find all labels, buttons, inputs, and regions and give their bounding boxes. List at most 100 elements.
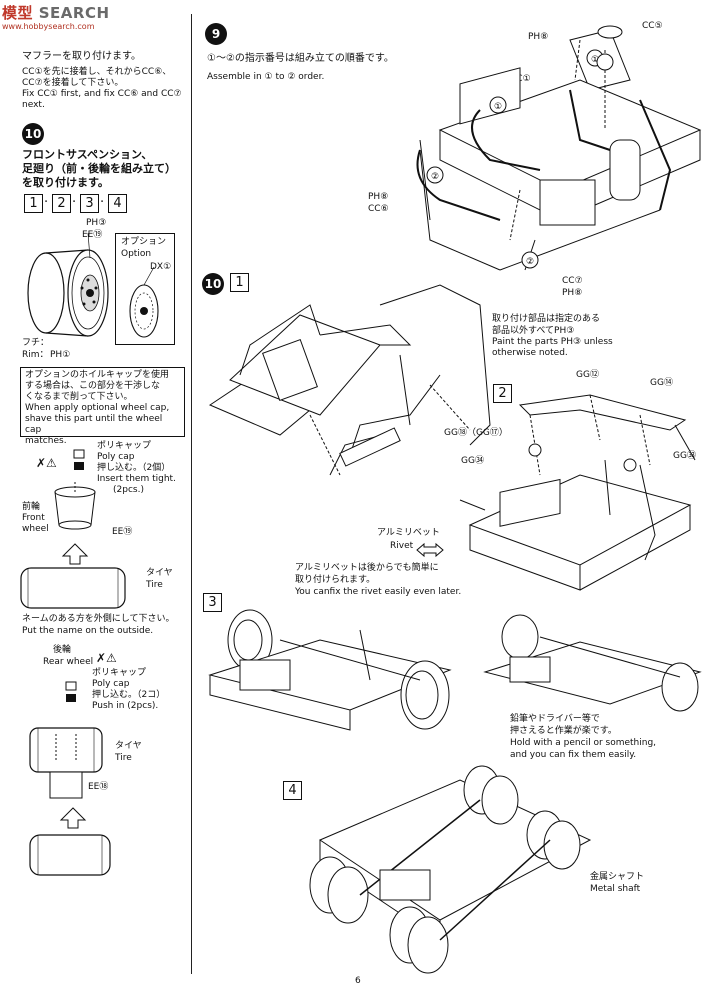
cc5-label: CC⑤ — [642, 21, 663, 31]
tire-label-jp: タイヤ — [146, 568, 173, 578]
step-10-title-3: を取り付けます。 — [22, 176, 109, 189]
metal-shaft-jp: 金属シャフト — [590, 872, 645, 882]
paint-note-en-1: Paint the parts PH③ unless — [492, 337, 613, 347]
front-suspension-drawing — [208, 284, 491, 476]
gg34-label: GG㉞ — [461, 456, 484, 466]
rear-hub-drawing — [29, 727, 103, 799]
pencil-note-jp-2: 押さえると作業が楽です。 — [510, 726, 617, 736]
insert-label-jp: 押し込む。（2個） — [97, 463, 171, 473]
ph8-left-label: PH⑧ — [368, 192, 389, 202]
dx1-label: DX① — [150, 262, 172, 272]
tire-label-en: Tire — [146, 580, 163, 590]
ph8-bottom-label: PH⑧ — [562, 288, 583, 298]
up-arrow-1 — [61, 543, 89, 565]
caution-en-3: matches. — [25, 436, 67, 446]
gg14-label: GG⑭ — [650, 378, 673, 388]
gg18-17-label: GG⑱（GG⑰） — [444, 428, 508, 438]
rivet-label-en: Rivet — [390, 541, 414, 551]
ee19-front-label: EE⑲ — [112, 527, 133, 537]
watermark-url: www.hobbysearch.com — [2, 22, 95, 31]
no-glue-icon: ✗⚠ — [36, 456, 57, 470]
option-label-jp: オプション — [121, 237, 167, 247]
rim-part-label: PH① — [50, 350, 71, 360]
step-9-badge: 9 — [205, 23, 227, 45]
right-sub-step-box-2: 2 — [493, 384, 512, 403]
ee19-label-top: EE⑲ — [82, 230, 103, 240]
rear-axle-drawing — [309, 765, 592, 974]
rivet-note-en: You canfix the rivet easily even later. — [295, 587, 462, 597]
metal-shaft-en: Metal shaft — [590, 884, 641, 894]
svg-text:②: ② — [431, 172, 439, 182]
step-9-instruction-jp: ①～②の指示番号は組み立ての順番です。 — [207, 53, 394, 64]
caution-en-1: When apply optional wheel cap, — [25, 403, 170, 413]
up-arrow-2 — [59, 807, 87, 829]
front-wheel-jp: 前輪 — [22, 502, 41, 512]
rivet-label-jp: アルミリベット — [377, 528, 440, 538]
rivet-note-jp-1: アルミリベットは後からでも簡単に — [295, 563, 439, 573]
polycap-icon-2 — [65, 681, 77, 702]
column-divider — [191, 14, 192, 974]
sub-step-box-1: 1 — [24, 194, 43, 213]
caution-jp-1: オプションのホイルキャップを使用 — [25, 370, 170, 380]
sub-step-box-4: 4 — [108, 194, 127, 213]
watermark-logo: 模型 SEARCH — [2, 4, 110, 22]
polycap2-label-jp: ポリキャップ — [92, 668, 147, 678]
wheel-rim-drawing — [27, 232, 109, 337]
push-label-en: Push in (2pcs). — [92, 701, 159, 711]
right-sub-step-box-1: 1 — [230, 273, 249, 292]
cc6-label: CC⑥ — [368, 204, 389, 214]
muffler-order-jp-1: CC①を先に接着し、それからCC⑥、 — [22, 67, 172, 77]
right-sub-step-box-3: 3 — [203, 593, 222, 612]
paint-note-en-2: otherwise noted. — [492, 348, 568, 358]
front-hub-drawing — [54, 480, 96, 530]
insert-label-en: Insert them tight. — [97, 474, 176, 484]
front-wheel-en-1: Front — [22, 513, 45, 523]
page-number: 6 — [355, 976, 361, 986]
name-outside-en: Put the name on the outside. — [22, 626, 154, 636]
paint-note-jp-2: 部品以外すべてPH③ — [492, 326, 575, 336]
step-10-right-badge: 10 — [202, 273, 224, 295]
sub-step-box-2: 2 — [52, 194, 71, 213]
suspension-bracket-drawing — [459, 394, 696, 591]
rear-detail-drawing — [483, 614, 702, 712]
sub-step-sep-2: · — [72, 195, 77, 210]
option-label-en: Option — [121, 249, 152, 259]
muffler-order-en-1: Fix CC① first, and fix CC⑥ and CC⑦ — [22, 89, 182, 99]
no-glue-icon-2: ✗⚠ — [96, 651, 117, 665]
muffler-order-en-2: next. — [22, 100, 45, 110]
insert-label-en-2: (2pcs.) — [113, 485, 144, 495]
pencil-note-en-2: and you can fix them easily. — [510, 750, 637, 760]
pencil-note-jp-1: 鉛筆やドライバー等で — [510, 714, 600, 724]
wheel-cap-drawing — [129, 266, 159, 338]
svg-text:①: ① — [494, 102, 502, 112]
paint-note-jp-1: 取り付け部品は指定のある — [492, 314, 601, 324]
rear-wheel-en: Rear wheel — [43, 657, 94, 667]
step-9-instruction-en: Assemble in ① to ② order. — [207, 72, 325, 82]
gg12-label: GG⑫ — [576, 370, 599, 380]
caution-en-2: shave this part until the wheel cap — [25, 414, 163, 435]
caution-jp-3: くなるまで削って下さい。 — [25, 392, 133, 402]
ph3-label: PH③ — [86, 218, 107, 228]
pencil-note-en-1: Hold with a pencil or something, — [510, 738, 657, 748]
rim-label-en: Rim： — [22, 350, 49, 360]
polycap-label-en: Poly cap — [97, 452, 135, 462]
double-arrow-icon — [416, 542, 444, 558]
polycap-label-jp: ポリキャップ — [97, 441, 152, 451]
muffler-order-jp-2: CC⑦を接着して下さい。 — [22, 78, 124, 88]
sub-step-box-3: 3 — [80, 194, 99, 213]
front-tire-drawing — [20, 567, 126, 609]
muffler-instruction-jp: マフラーを取り付けます。 — [22, 51, 141, 62]
rear-wheel-jp: 後輪 — [53, 645, 72, 655]
step-9-muffler-drawing: ① ② ① ② — [416, 25, 702, 271]
push-label-jp: 押し込む。（2コ） — [92, 690, 166, 700]
rim-label-jp: フチ： — [22, 338, 50, 348]
sub-step-sep-1: · — [44, 195, 49, 210]
polycap2-label-en: Poly cap — [92, 679, 130, 689]
sub-step-sep-3: · — [100, 195, 105, 210]
svg-text:②: ② — [526, 257, 534, 267]
polycap-icon — [73, 449, 85, 470]
front-wheel-en-2: wheel — [22, 524, 49, 534]
option-box — [115, 233, 175, 345]
front-wheels-mounted-drawing — [208, 609, 452, 731]
name-outside-jp: ネームのある方を外側にして下さい。 — [22, 614, 175, 624]
